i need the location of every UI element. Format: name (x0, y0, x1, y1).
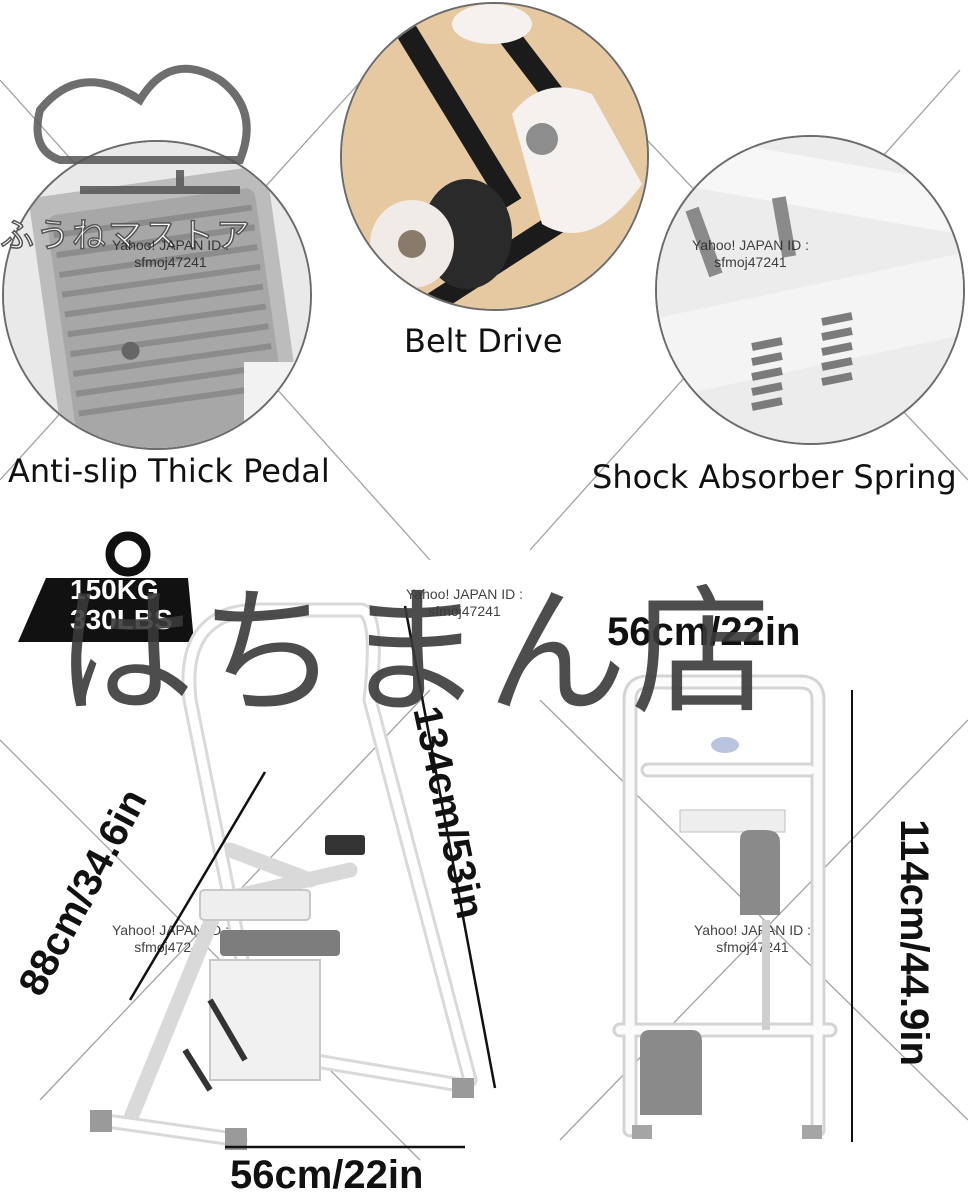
weight-lbs-label: 330LBS (70, 604, 173, 635)
dimension-front-width: 56cm/22in (607, 610, 801, 654)
feature-caption-belt: Belt Drive (404, 322, 563, 360)
kettlebell-icon (18, 531, 194, 642)
spring-illustration (657, 137, 963, 443)
weight-capacity-badge: 150KG 330LBS (18, 530, 194, 650)
id-watermark-5: Yahoo! JAPAN ID :sfmoj47241 (694, 922, 811, 955)
dimension-side-width: 56cm/22in (230, 1153, 424, 1197)
weight-kg-label: 150KG (70, 574, 159, 605)
id-watermark-2: Yahoo! JAPAN ID :sfmoj47241 (692, 237, 809, 270)
stepper-front-view-image (612, 674, 838, 1139)
id-watermark-1: Yahoo! JAPAN ID :sfmoj47241 (112, 237, 229, 270)
store-logo-text: ふうねマストア (0, 215, 252, 257)
dimension-front-height: 114cm/44.9in (891, 819, 936, 1066)
store-logo (33, 64, 251, 194)
belt-drive-closeup-image (340, 2, 649, 311)
id-watermark-3: Yahoo! JAPAN ID :sfmoj47241 (406, 586, 523, 619)
spring-closeup-image (655, 135, 965, 445)
feature-caption-pedal: Anti-slip Thick Pedal (8, 452, 330, 490)
store-name-watermark: はちまん店 (55, 572, 776, 735)
belt-drive-illustration (342, 4, 647, 309)
feature-caption-spring: Shock Absorber Spring (592, 458, 957, 496)
stepper-side-view-image (90, 602, 478, 1150)
